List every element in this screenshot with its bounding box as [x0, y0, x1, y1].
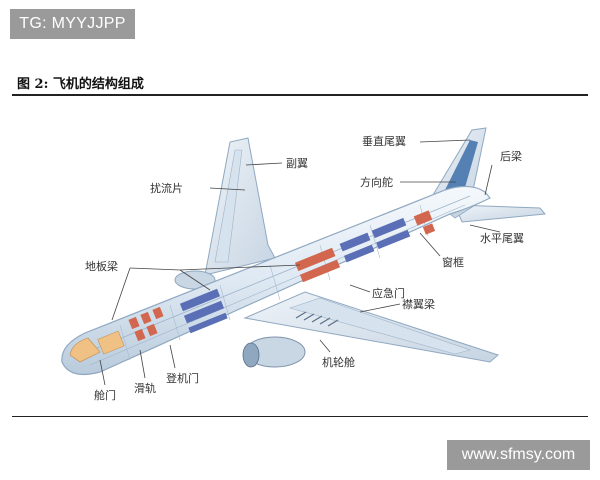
label-slide-rail: 滑轨 [134, 381, 156, 395]
watermark-top: TG: MYYJJPP [10, 9, 135, 39]
watermark-bottom: www.sfmsy.com [447, 440, 590, 470]
label-horizontal-stabilizer: 水平尾翼 [480, 232, 524, 245]
cabin-interior [69, 210, 436, 363]
label-emergency-door: 应急门 [372, 286, 405, 300]
label-aileron: 副翼 [286, 157, 308, 170]
label-window-frame: 窗框 [442, 255, 464, 269]
label-floor-beam: 地板梁 [85, 259, 118, 273]
seats-mid [294, 247, 341, 283]
galley-rear [413, 210, 436, 235]
title-rule [12, 94, 588, 96]
seats-economy [339, 217, 411, 263]
label-rear-beam: 后梁 [500, 149, 522, 163]
upper-wing [174, 137, 276, 290]
engine [242, 336, 306, 368]
label-landing-gear: 机轮舱 [322, 355, 355, 369]
leader-lines [99, 139, 501, 386]
label-cabin-door: 舱门 [94, 388, 116, 402]
figure-title: 图 2: 飞机的结构组成 [17, 77, 144, 92]
seats-first-class [128, 306, 164, 342]
label-wing-beam: 襟翼梁 [402, 297, 435, 311]
label-spoiler: 扰流片 [150, 181, 183, 195]
label-vertical-fin: 垂直尾翼 [362, 134, 406, 148]
label-rudder: 方向舵 [360, 175, 393, 189]
label-boarding-door: 登机门 [166, 371, 199, 385]
bottom-rule [12, 416, 588, 417]
seats-business [179, 288, 228, 334]
lower-wing [242, 291, 499, 368]
